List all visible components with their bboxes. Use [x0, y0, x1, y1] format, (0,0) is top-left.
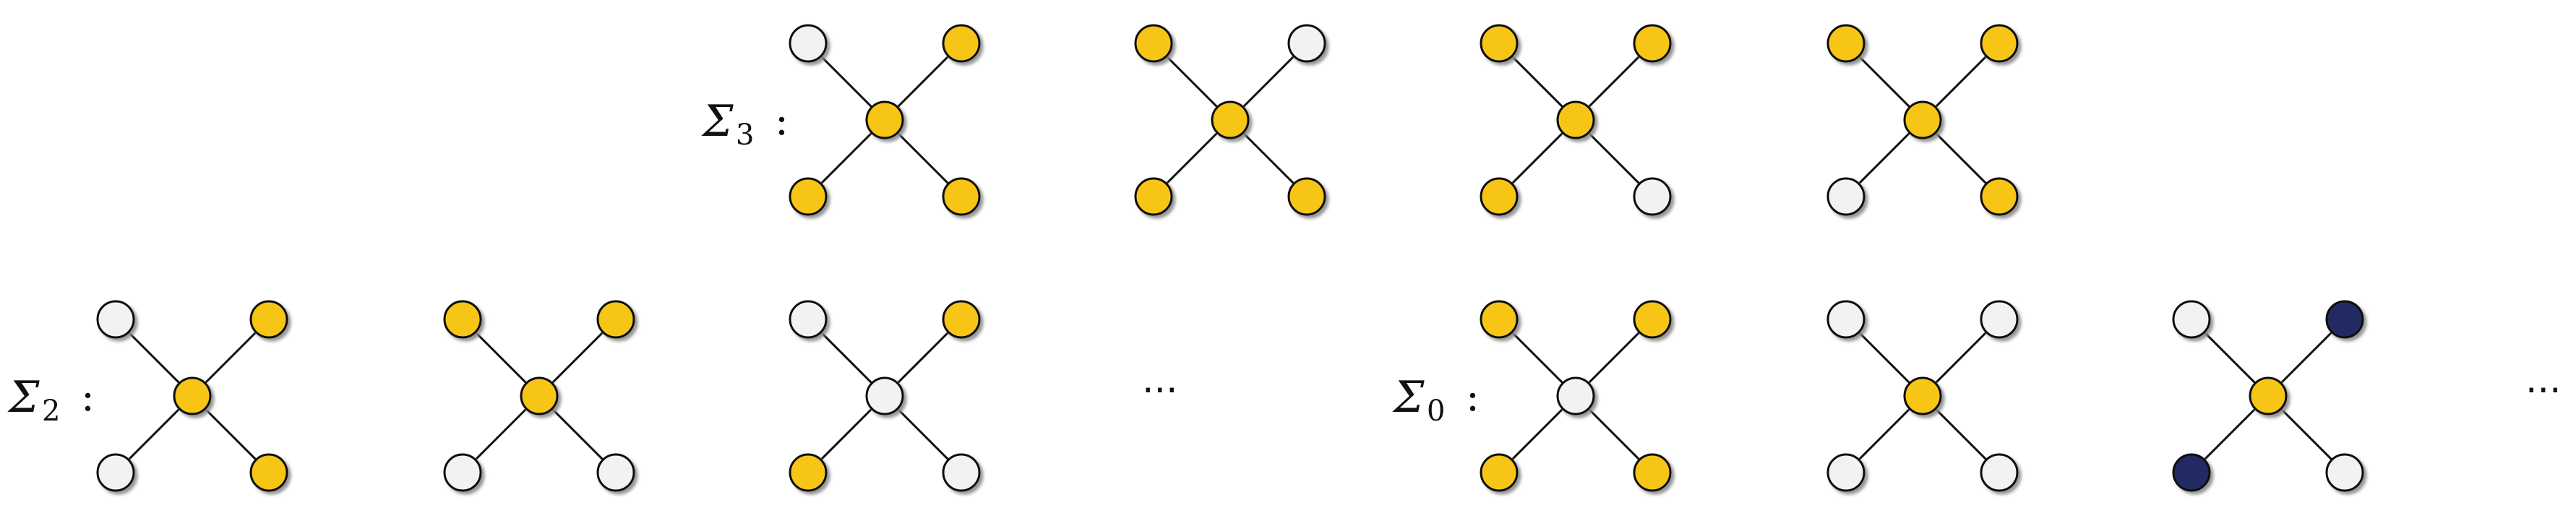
sigma-2-symbol: Σ	[7, 372, 40, 423]
node-bl-empty	[1826, 453, 1866, 492]
sigma-0-label: Σ 0 :	[1392, 372, 1480, 428]
sigma-2-colon: :	[81, 374, 95, 421]
sigma-2-subscript: 2	[42, 395, 60, 428]
node-tl-yellow	[1480, 24, 1519, 63]
sigma-2-row-config-1	[96, 300, 288, 492]
sigma-3-colon: :	[775, 98, 789, 145]
node-bl-yellow	[1480, 453, 1519, 492]
sigma-0-row-config-3	[2172, 300, 2364, 492]
node-bl-yellow	[789, 453, 828, 492]
sigma-3-label: Σ 3 :	[701, 96, 789, 152]
sigma-2-ellipsis: ···	[1142, 369, 1178, 413]
sigma-3-row-config-2	[1134, 24, 1326, 216]
node-tl-empty	[96, 300, 135, 339]
node-center-yellow	[1211, 100, 1250, 139]
node-tl-empty	[789, 24, 828, 63]
sigma-2-row-config-2	[443, 300, 635, 492]
node-tl-empty	[2172, 300, 2211, 339]
node-br-empty	[1633, 177, 1672, 216]
sigma-0-colon: :	[1466, 374, 1480, 421]
node-bl-empty	[443, 453, 482, 492]
node-bl-empty	[96, 453, 135, 492]
sigma-3-subscript: 3	[736, 118, 754, 152]
node-center-empty	[1556, 376, 1595, 415]
node-tl-yellow	[1480, 300, 1519, 339]
node-tr-yellow	[942, 300, 981, 339]
sigma-0-row-config-2	[1826, 300, 2019, 492]
node-bl-navy	[2172, 453, 2211, 492]
node-center-yellow	[865, 100, 904, 139]
node-tr-empty	[1287, 24, 1326, 63]
node-bl-yellow	[1134, 177, 1173, 216]
node-bl-empty	[1826, 177, 1866, 216]
node-br-empty	[2325, 453, 2364, 492]
node-bl-yellow	[1480, 177, 1519, 216]
node-tr-yellow	[596, 300, 635, 339]
node-br-empty	[1980, 453, 2019, 492]
sigma-3-symbol: Σ	[701, 96, 734, 147]
node-tr-yellow	[1980, 24, 2019, 63]
node-tl-empty	[1826, 300, 1866, 339]
node-br-empty	[596, 453, 635, 492]
node-center-empty	[865, 376, 904, 415]
node-tr-yellow	[942, 24, 981, 63]
node-br-yellow	[942, 177, 981, 216]
node-br-yellow	[1980, 177, 2019, 216]
node-tl-empty	[789, 300, 828, 339]
node-tr-empty	[1980, 300, 2019, 339]
sigma-0-subscript: 0	[1427, 395, 1445, 428]
node-center-yellow	[1903, 376, 1942, 415]
node-bl-yellow	[789, 177, 828, 216]
node-tr-yellow	[1633, 300, 1672, 339]
node-tr-yellow	[249, 300, 288, 339]
node-br-yellow	[1633, 453, 1672, 492]
sigma-3-row-config-1	[789, 24, 981, 216]
node-center-yellow	[520, 376, 559, 415]
sigma-0-ellipsis: ···	[2525, 369, 2562, 413]
node-br-yellow	[1287, 177, 1326, 216]
node-tl-yellow	[1134, 24, 1173, 63]
star-graphs	[96, 24, 2364, 492]
node-center-yellow	[173, 376, 212, 415]
node-tr-navy	[2325, 300, 2364, 339]
node-center-yellow	[1903, 100, 1942, 139]
sigma-0-row-config-1	[1480, 300, 1672, 492]
node-tl-yellow	[1826, 24, 1866, 63]
sigma-2-label: Σ 2 :	[7, 372, 95, 428]
node-br-empty	[942, 453, 981, 492]
node-center-yellow	[2249, 376, 2288, 415]
sigma-3-row-config-4	[1826, 24, 2019, 216]
node-tr-yellow	[1633, 24, 1672, 63]
sigma-2-row-config-3	[789, 300, 981, 492]
node-center-yellow	[1556, 100, 1595, 139]
sigma-3-row-config-3	[1480, 24, 1672, 216]
node-tl-yellow	[443, 300, 482, 339]
node-br-yellow	[249, 453, 288, 492]
sigma-0-symbol: Σ	[1392, 372, 1425, 423]
